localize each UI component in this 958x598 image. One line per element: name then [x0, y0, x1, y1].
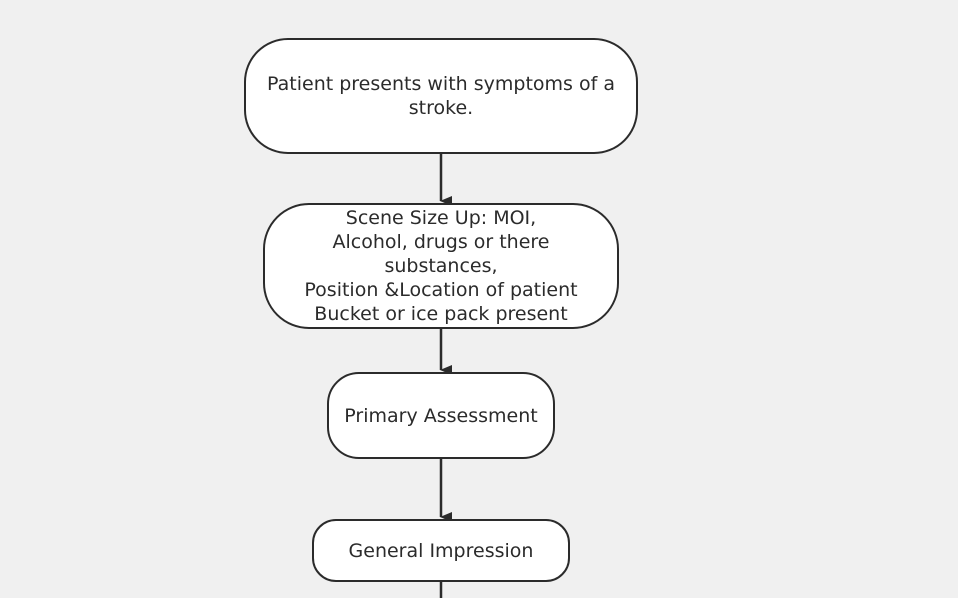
flow-node-patient-presents[interactable]: Patient presents with symptoms of a stro…	[244, 38, 638, 154]
flow-node-label: Scene Size Up: MOI, Alcohol, drugs or th…	[304, 207, 578, 325]
flow-node-scene-size-up[interactable]: Scene Size Up: MOI, Alcohol, drugs or th…	[263, 203, 619, 329]
flow-node-primary-assessment[interactable]: Primary Assessment	[327, 372, 555, 459]
flow-node-label: Patient presents with symptoms of a stro…	[267, 73, 615, 119]
flow-node-label: Primary Assessment	[344, 404, 538, 427]
flow-node-label: General Impression	[348, 539, 534, 562]
flow-node-general-impression[interactable]: General Impression	[312, 519, 570, 582]
